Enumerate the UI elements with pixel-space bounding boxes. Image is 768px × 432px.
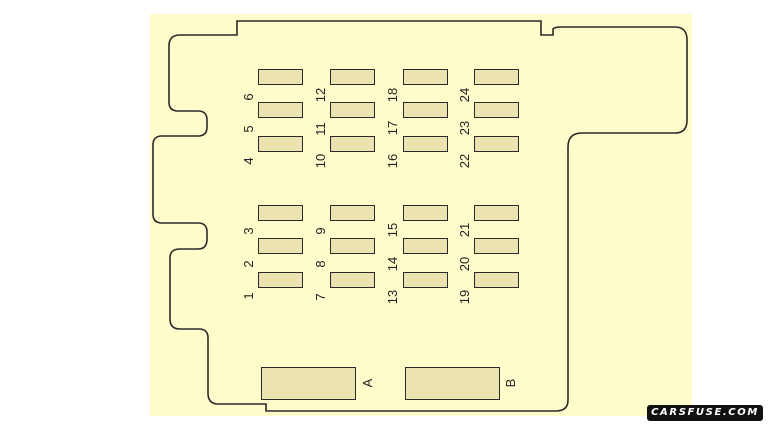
fuse-slot-9 [330, 205, 375, 221]
fuse-slot-4 [258, 136, 303, 152]
fuse-label-19: 19 [457, 289, 472, 305]
fuse-slot-6 [258, 69, 303, 85]
fuse-label-6: 6 [241, 93, 256, 101]
fuse-slot-11 [330, 102, 375, 118]
fuse-label-7: 7 [313, 293, 328, 301]
fuse-slot-12 [330, 69, 375, 85]
fuse-label-20: 20 [457, 256, 472, 272]
fuse-slot-17 [403, 102, 448, 118]
fuse-label-11: 11 [313, 122, 328, 136]
fuse-label-14: 14 [385, 256, 400, 272]
watermark-badge: CARSFUSE.COM [647, 405, 763, 421]
fuse-slot-3 [258, 205, 303, 221]
fuse-slot-20 [474, 238, 519, 254]
fuse-label-13: 13 [385, 289, 400, 305]
fuse-label-23: 23 [457, 120, 472, 136]
fuse-slot-16 [403, 136, 448, 152]
relay-slot-b [405, 367, 500, 400]
fuse-label-21: 21 [457, 222, 472, 238]
fuse-label-2: 2 [241, 260, 256, 268]
fuse-slot-5 [258, 102, 303, 118]
fuse-slot-23 [474, 102, 519, 118]
fuse-label-4: 4 [241, 157, 256, 165]
fuse-label-1: 1 [241, 292, 256, 300]
fuse-slot-22 [474, 136, 519, 152]
fuse-slot-24 [474, 69, 519, 85]
fuse-slot-2 [258, 238, 303, 254]
fuse-label-12: 12 [313, 87, 328, 103]
fuse-label-8: 8 [313, 260, 328, 268]
fuse-label-18: 18 [385, 87, 400, 103]
fuse-slot-19 [474, 272, 519, 288]
fuse-slot-14 [403, 238, 448, 254]
fuse-slot-1 [258, 272, 303, 288]
fuse-label-17: 17 [385, 120, 400, 136]
fuse-slot-15 [403, 205, 448, 221]
relay-slot-a [261, 367, 356, 400]
fuse-label-15: 15 [385, 222, 400, 238]
fuse-label-16: 16 [385, 153, 400, 169]
fuse-label-9: 9 [313, 227, 328, 235]
fuse-label-5: 5 [241, 125, 256, 133]
fuse-slot-10 [330, 136, 375, 152]
fuse-label-10: 10 [313, 153, 328, 169]
fuse-label-22: 22 [457, 153, 472, 169]
fuse-slot-18 [403, 69, 448, 85]
relay-label-a: A [360, 378, 375, 388]
fuse-label-3: 3 [241, 227, 256, 235]
fuse-label-24: 24 [457, 87, 472, 103]
fuse-slot-7 [330, 272, 375, 288]
fuse-slot-13 [403, 272, 448, 288]
relay-label-b: B [503, 378, 518, 388]
fuse-slot-8 [330, 238, 375, 254]
outline-path [152, 20, 688, 412]
fuse-slot-21 [474, 205, 519, 221]
